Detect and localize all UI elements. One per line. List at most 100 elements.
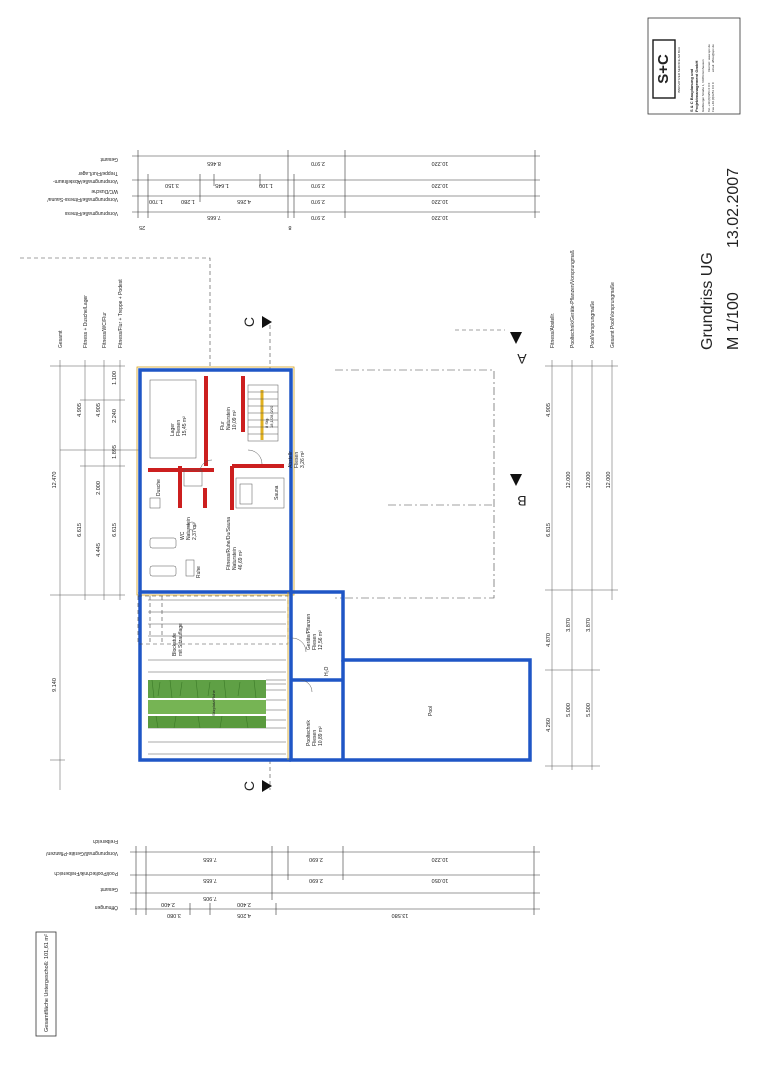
blockstufe-detail: mit Sitzauflage: [178, 623, 184, 656]
drawing-scale: M 1/100: [725, 292, 742, 350]
svg-text:A: A: [517, 351, 527, 367]
total-area-box: Gesamtfläche Untergeschoß: 101,61 m²: [35, 931, 57, 1037]
left-dim-label-fitness-wc: Fitness/WC/Flur: [102, 312, 108, 348]
right-dim-c5-b: 5.500: [586, 703, 592, 717]
sitzplatz-label: Sitzplatz/Ruhe: [211, 689, 216, 716]
top-dim-r4-a: 7.665: [207, 214, 221, 220]
right-dim-c1-a: 6.815: [546, 523, 552, 537]
room-fitness-floor: Naturstein: [232, 547, 238, 570]
bottom-dim-r4-d: 4.205: [237, 912, 251, 918]
drawing-title-block: Grundriss UG M 1/100 13.02.2007: [699, 168, 742, 350]
room-abstell-name: Abstellr.: [288, 450, 294, 468]
top-dim-r1-b: 2.970: [311, 160, 325, 166]
room-pooltechnik-name: Pooltechnik: [306, 720, 312, 746]
left-dim-c3-a: 4.445: [96, 543, 102, 557]
sitzplatz-wall: [138, 592, 291, 762]
room-flur-name: Flur: [220, 421, 226, 430]
left-dimension-block: 12.470 9.140 6.615 4.905 4.445 2.000 4.9…: [50, 279, 125, 790]
top-dim-r2-c: 1.100: [259, 182, 273, 188]
company-tel: Tel. +49 (0)6251 0 0 0: [707, 82, 711, 112]
grass-area: [148, 679, 266, 729]
bottom-dim-r1-a: 7.655: [203, 856, 217, 862]
bottom-dim-label-pool: Pool/Pooltechnik/Freibereich: [54, 870, 118, 876]
section-marker-c-top: C: [241, 316, 272, 328]
room-abstell-floor: Fliesen: [294, 452, 300, 468]
logo-mark: [652, 39, 676, 99]
room-flur-area: 10,09 m²: [232, 410, 238, 430]
company-web: Internet: www.spc.de: [707, 44, 711, 72]
room-dusche-name: Dusche: [156, 479, 162, 496]
stair-tread-label: 8 Stg.: [264, 418, 269, 428]
left-dim-label-gesamt: Gesamt: [58, 330, 64, 348]
right-dim-c2-b: 12.000: [586, 472, 592, 489]
right-dim-c2-a: 12.000: [566, 472, 572, 489]
drawing-title: Grundriss UG: [699, 252, 716, 350]
stair-tread-dims: 18,1/28,0/20: [269, 405, 274, 428]
bottom-dim-label-gesamt: Gesamt: [100, 886, 118, 892]
bottom-dim-r1-b: 2.690: [309, 856, 323, 862]
blockstufe-name: Blockstufe: [172, 633, 178, 656]
left-dim-label-fitness-flur: Fitness/Flur + Treppe + Podest: [118, 279, 124, 348]
left-dim-c4-b: 1.895: [112, 445, 118, 459]
top-dim-r2-b: 1.645: [215, 182, 229, 188]
company-name-line2: Projektmanagement GmbH: [694, 61, 699, 112]
room-wc-floor: Naturstein: [186, 517, 192, 540]
svg-text:C: C: [241, 317, 257, 327]
top-dim-label-treppe: Treppe/Flur/Lager: [78, 170, 118, 176]
room-sauna-name: Sauna: [274, 485, 280, 500]
bottom-dim-r2-b: 2.690: [309, 877, 323, 883]
bottom-dim-r4-c: 2.400: [237, 901, 251, 907]
site-outlines: [20, 257, 505, 790]
room-ruhe-name: Ruhe: [196, 566, 202, 578]
section-marker-a: A: [510, 332, 527, 367]
top-dim-r4-d: 2.970: [311, 214, 325, 220]
room-fitness-name: Fitness/Ruhe/Du/Sauna: [226, 517, 232, 570]
company-email: email: office@spc.de: [711, 44, 715, 72]
bottom-dim-r2-a: 7.655: [203, 877, 217, 883]
top-dim-r3-a: 1.700: [149, 198, 163, 204]
bottom-dim-label-oeffnungen: Öffnungen: [95, 904, 118, 911]
left-dim-total: 12.470: [52, 472, 58, 489]
floor-plan: [136, 366, 532, 762]
bottom-dim-r3-b: 13.580: [392, 912, 409, 918]
room-geraete-name: Geräte/Pflanzen: [306, 614, 312, 650]
top-dim-r3-c: 4.265: [237, 198, 251, 204]
top-dim-r1-a: 8.465: [207, 160, 221, 166]
right-dim-label-pool: Pool/Vorsprungmaße: [590, 301, 596, 348]
right-dim-c4-b: 5.000: [566, 703, 572, 717]
logo-brand-text: S+C: [655, 54, 672, 84]
left-dim-c4-c: 2.240: [112, 409, 118, 423]
company-fax: Fax +49 (0)6251 0 0 0: [711, 82, 715, 112]
right-dim-c2-c: 12.000: [606, 472, 612, 489]
steps-grass-right: [266, 679, 286, 721]
top-dim-r4-b: 25: [139, 224, 145, 230]
left-dim-c4-a: 6.615: [112, 523, 118, 537]
total-area-text: Gesamtfläche Untergeschoß: 101,61 m²: [44, 934, 50, 1032]
room-flur-floor: Naturstein: [226, 407, 232, 430]
room-wc-area: 2,37 m²: [192, 523, 198, 540]
top-dim-r2-a: 3.150: [165, 182, 179, 188]
top-dim-r3-g: 10.220: [432, 198, 449, 204]
room-lager-floor: Fliesen: [176, 420, 182, 436]
main-building-wall: [138, 368, 293, 594]
right-dim-label-fitness: Fitness/Abstellr.: [550, 313, 556, 348]
left-dim-c3-b: 2.000: [96, 481, 102, 495]
section-markers: C C A B: [241, 316, 527, 792]
top-dim-label-wc: WC/Dusche: [91, 188, 118, 194]
right-dim-label-gesamt: Gesamt Pool/Vorsprungmaße: [610, 282, 616, 348]
company-name-line1: S & C Bauplanung und: [689, 68, 694, 112]
top-dim-r2-f: 10.220: [432, 182, 449, 188]
bottom-dim-r4-b: 3.080: [167, 912, 181, 918]
bottom-dim-r3-a: 7.905: [203, 895, 217, 901]
drawing-date: 13.02.2007: [725, 168, 742, 248]
top-dim-r3-f: 2.970: [311, 198, 325, 204]
top-dim-r4-e: 10.220: [432, 214, 449, 220]
room-abstell-area: 3,26 m²: [300, 451, 306, 468]
bottom-dim-label-geraete: Vorsprungmaß/Geräte-Pflanzen/: [45, 850, 118, 856]
top-dim-label-fitness: Vorsprungmaße/Fitness: [64, 210, 118, 216]
left-dim-label-fitness-dusche: Fitness + Dusche/Lager: [83, 295, 89, 348]
logo-tagline: INNOVATIVER SERVICE AM BAU: [677, 47, 681, 93]
svg-text:B: B: [517, 493, 526, 509]
right-dim-label-pooltechnik: Pooltechnik/Geräte-Pflanzen/Vorsprungmaß: [570, 250, 576, 348]
